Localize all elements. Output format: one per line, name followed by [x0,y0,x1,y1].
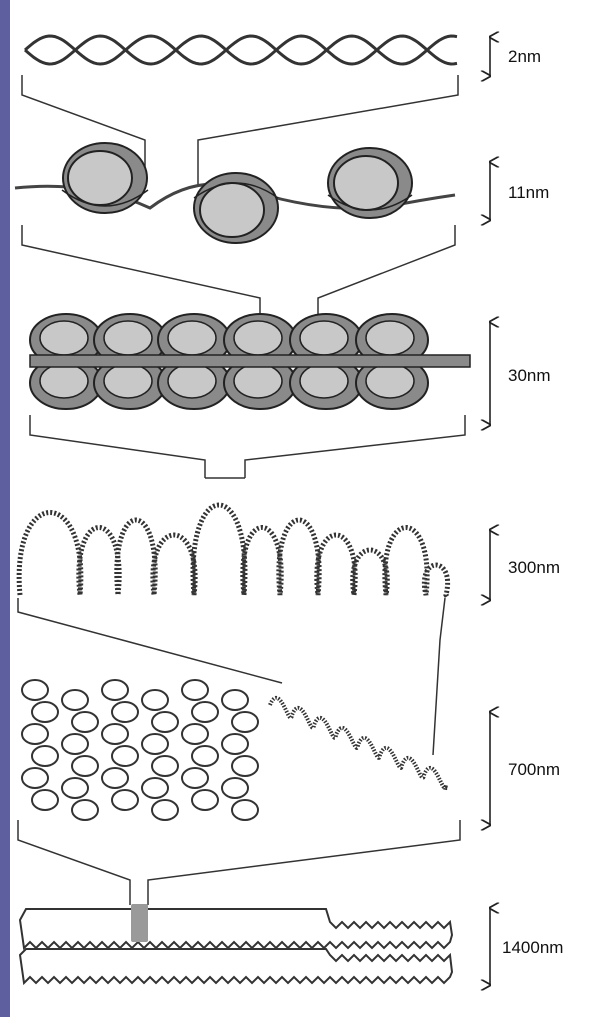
fiber-histone-core [366,364,414,398]
scaffold-coil [222,778,248,798]
scaffold-coil [22,724,48,744]
scaffold-coil [142,734,168,754]
condensed-scaffold [22,680,446,820]
fiber-histone-core [104,321,152,355]
fiber-histone-core [104,364,152,398]
centromere [131,904,148,942]
scaffold-coil [152,800,178,820]
scaffold-coil [152,756,178,776]
metaphase-chromosome [20,904,452,983]
scaffold-coil [112,702,138,722]
scaffold-coil [32,702,58,722]
scale-label-2nm: 2nm [508,47,541,66]
scaffold-coil [72,712,98,732]
scaffold-coil [32,746,58,766]
scaffold-coil [142,690,168,710]
zoom-connector-5 [18,820,460,905]
scaffold-coil [142,778,168,798]
scaffold-coil [192,790,218,810]
scaffold-coil [182,768,208,788]
fiber-histone-core [168,364,216,398]
scale-label-30nm: 30nm [508,366,551,385]
scaffold-coil [102,768,128,788]
nucleosome-2 [194,173,278,243]
fiber-histone-core [234,321,282,355]
scaffold-coil [62,734,88,754]
scaffold-coil [192,746,218,766]
nucleosome-string [15,143,455,243]
fiber-histone-core [234,364,282,398]
scaffold-coil [222,690,248,710]
fiber-histone-core [168,321,216,355]
looped-domains [19,505,448,598]
scaffold-coil [152,712,178,732]
fiber-linker [30,355,470,367]
scale-label-11nm: 11nm [508,183,549,202]
fiber-histone-core [40,364,88,398]
scaffold-coil [102,724,128,744]
scaffold-coil [222,734,248,754]
scaffold-coil [112,790,138,810]
nucleosome-1 [62,143,148,213]
scale-label-700nm: 700nm [508,760,560,779]
dna-double-helix [25,36,457,64]
fiber-histone-core [300,364,348,398]
nucleosome-3 [328,148,412,218]
scaffold-coil [62,690,88,710]
scaffold-coil [112,746,138,766]
scaffold-coil [102,680,128,700]
scaffold-coil [232,800,258,820]
fiber-histone-core [366,321,414,355]
scaffold-coil [22,680,48,700]
scaffold-coil [182,724,208,744]
scaffold-coil [232,756,258,776]
scaffold-coil [32,790,58,810]
scaffold-coil [72,756,98,776]
scaffold-coil [22,768,48,788]
zoom-connector-3 [30,415,465,478]
fiber-histone-core [300,321,348,355]
scale-label-1400nm: 1400nm [502,938,563,957]
solenoid-fiber [30,314,470,409]
fiber-histone-core [40,321,88,355]
scaffold-coil [232,712,258,732]
scaffold-coil [182,680,208,700]
scaffold-coil [62,778,88,798]
scale-label-300nm: 300nm [508,558,560,577]
scaffold-coil [72,800,98,820]
scaffold-coil [192,702,218,722]
